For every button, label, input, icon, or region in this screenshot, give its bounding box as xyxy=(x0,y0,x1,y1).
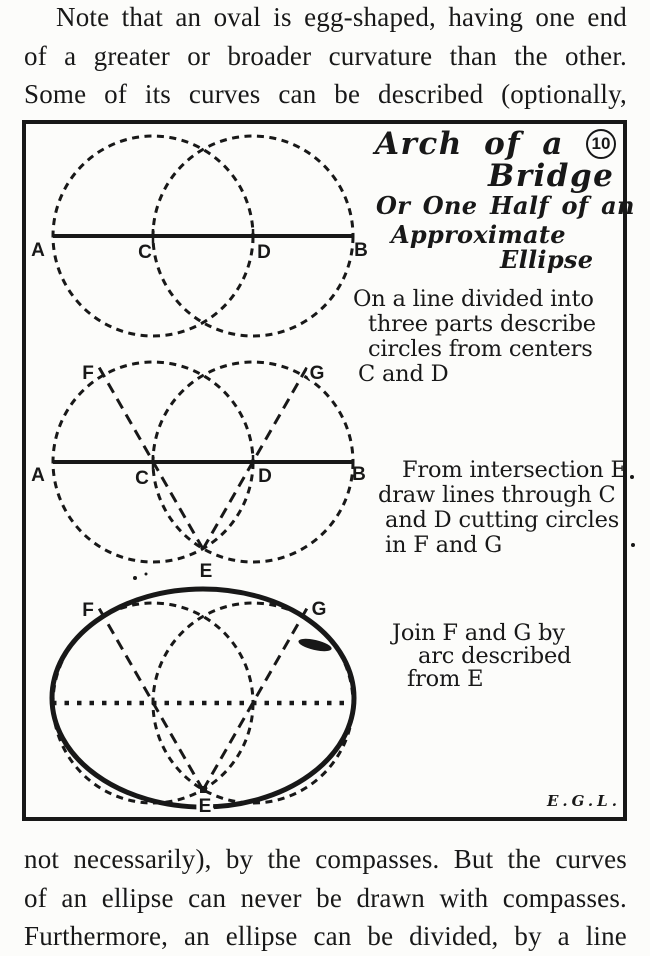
ink-blotch xyxy=(298,638,332,652)
point-label-e: E xyxy=(200,561,213,582)
point-label-a: A xyxy=(31,240,45,261)
paragraph-line: Some of its curves can be described (opt… xyxy=(24,79,627,109)
instruction-step-2: From intersection E draw lines through C… xyxy=(378,458,627,558)
point-label-f: F xyxy=(82,363,94,384)
point-label-g: G xyxy=(310,363,325,384)
instruction-step-3: Join F and G by arc described from E xyxy=(392,622,571,691)
point-label-b: B xyxy=(352,464,366,485)
point-label-e: E xyxy=(199,796,212,817)
instruction-line: from E xyxy=(407,666,484,692)
point-label-d: D xyxy=(257,242,271,263)
figure-subtitle-line3: Ellipse xyxy=(500,245,594,274)
point-label-d: D xyxy=(258,466,272,487)
instruction-line: C and D xyxy=(358,361,449,387)
figure-number-badge: 10 xyxy=(586,129,616,159)
point-label-g: G xyxy=(312,599,327,620)
instruction-line: three parts describe xyxy=(368,311,596,337)
figure-title-line2: Bridge xyxy=(488,158,615,194)
point-e-mark xyxy=(200,786,207,793)
paragraph-line: not necessarily), by the compasses. But … xyxy=(24,844,627,874)
instruction-line: circles from centers xyxy=(368,336,593,362)
ink-speck xyxy=(144,572,148,576)
figure-number: 10 xyxy=(591,134,611,153)
instruction-line: in F and G xyxy=(385,532,503,558)
point-label-f: F xyxy=(82,600,94,621)
paragraph-line: of an ellipse can never be drawn with co… xyxy=(24,882,627,913)
line-e-to-g xyxy=(201,602,312,791)
line-e-through-c-to-f xyxy=(94,361,205,550)
paragraph-line: Note that an oval is egg-shaped, having … xyxy=(56,2,627,32)
point-label-c: C xyxy=(135,468,149,489)
instruction-line: On a line divided into xyxy=(353,286,594,312)
figure-title-line1: Arch of a xyxy=(375,126,564,162)
bottom-paragraph: not necessarily), by the compasses. But … xyxy=(24,840,627,956)
instruction-line: and D cutting circles xyxy=(385,507,620,533)
line-e-through-d-to-g xyxy=(201,361,312,550)
top-paragraph: Note that an oval is egg-shaped, having … xyxy=(24,0,627,114)
ink-speck xyxy=(133,576,137,580)
instruction-line: From intersection E xyxy=(402,457,627,483)
instruction-line: arc described xyxy=(418,643,572,669)
paragraph-line: Furthermore, an ellipse can be divided, … xyxy=(24,921,627,951)
figure-subtitle-line1: Or One Half of an xyxy=(376,191,635,220)
figure-box: A C D B A C D B F G E xyxy=(22,120,634,821)
point-label-b: B xyxy=(354,240,368,261)
point-label-c: C xyxy=(138,242,152,263)
instruction-line: Join F and G by xyxy=(392,620,565,646)
construction-diagrams: A C D B A C D B F G E xyxy=(31,134,368,817)
figure-subtitle-line2: Approximate xyxy=(391,220,566,249)
diagram-intersection-lines: A C D B F G E xyxy=(31,360,366,586)
diagram-two-circles: A C D B xyxy=(31,134,368,338)
ink-speck xyxy=(630,475,634,479)
paragraph-line: of a greater or broader curvature than t… xyxy=(24,40,627,71)
instruction-line: draw lines through C xyxy=(378,482,616,508)
instruction-step-1: On a line divided into three parts descr… xyxy=(353,287,596,387)
artist-signature: E.G.L. xyxy=(547,792,621,810)
line-e-to-f xyxy=(94,602,205,791)
ink-speck xyxy=(631,543,635,547)
point-label-a: A xyxy=(31,465,45,486)
ellipse-outline xyxy=(49,586,357,810)
diagram-approximate-ellipse: F G E xyxy=(49,572,357,817)
